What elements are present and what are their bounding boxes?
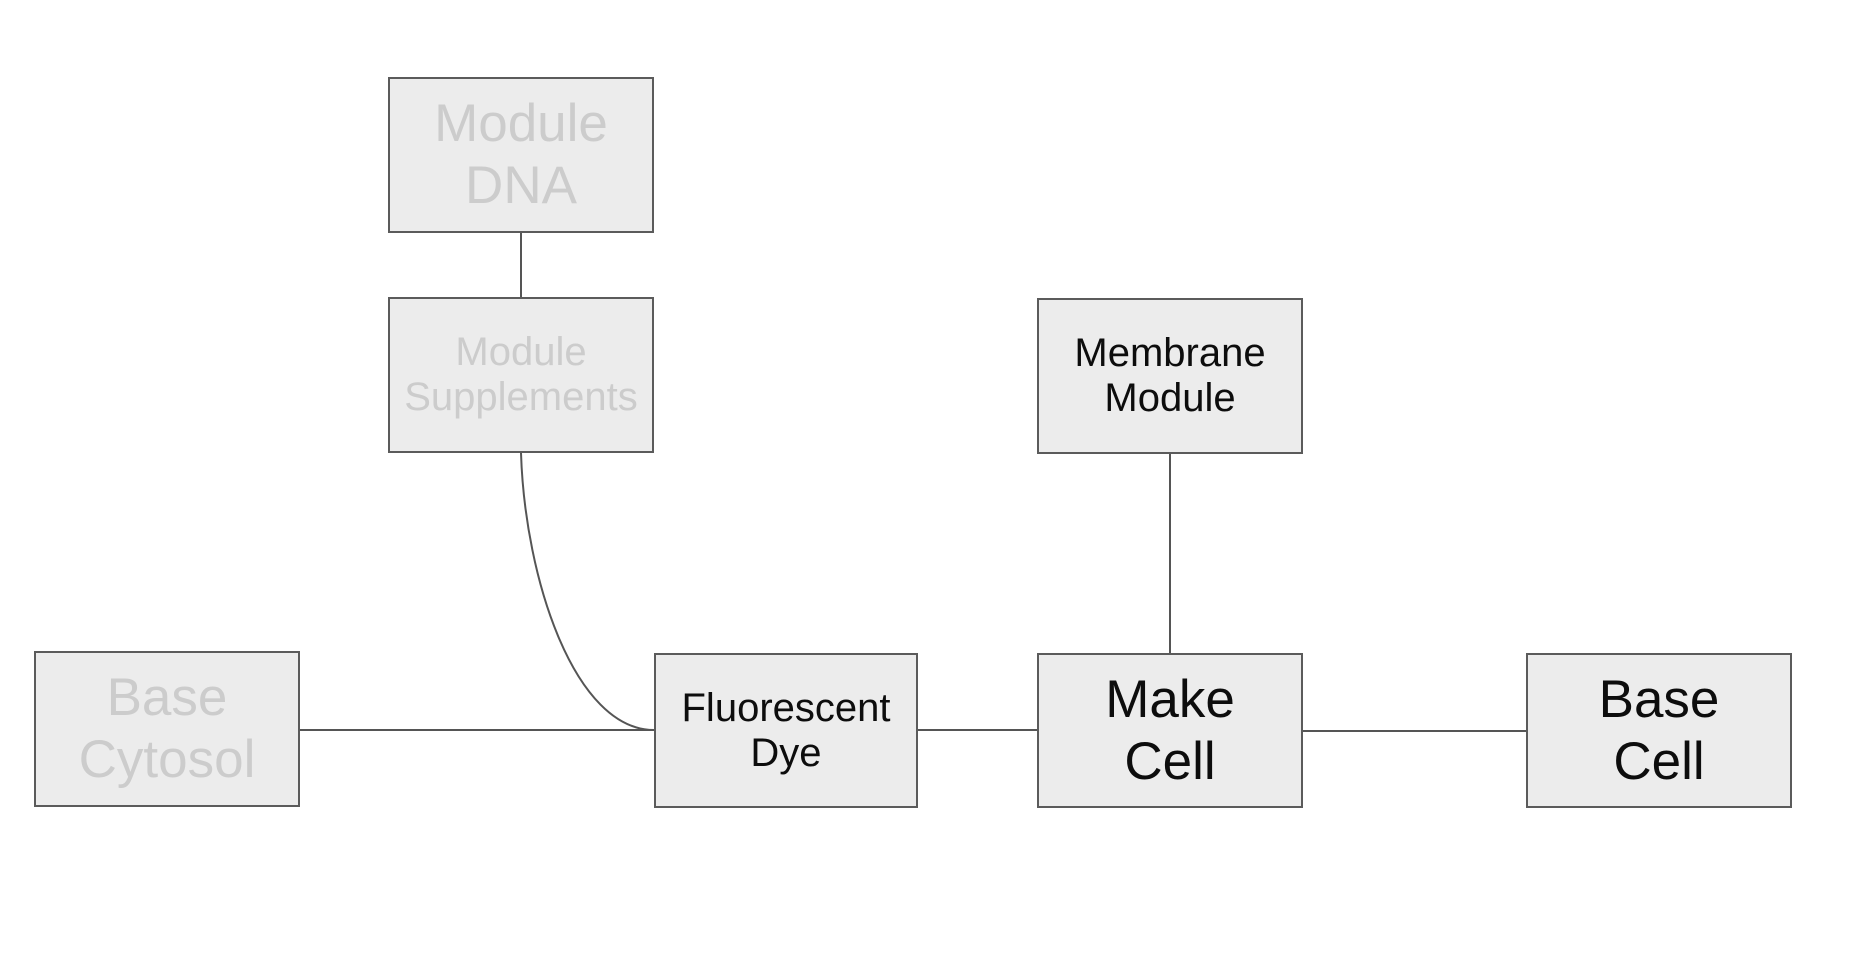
node-base-cell-line1: Base — [1598, 669, 1720, 729]
node-membrane-module-label: Membrane Module — [1074, 331, 1265, 421]
node-module-supplements-label: Module Supplements — [404, 330, 637, 420]
node-base-cell[interactable]: Base Cell — [1526, 653, 1792, 808]
node-membrane-module[interactable]: Membrane Module — [1037, 298, 1303, 454]
node-module-dna-label: Module DNA — [434, 93, 608, 217]
node-base-cytosol-line1: Base — [106, 668, 228, 727]
node-base-cytosol[interactable]: Base Cytosol — [34, 651, 300, 807]
node-make-cell[interactable]: Make Cell — [1037, 653, 1303, 808]
node-module-dna-line1: Module — [434, 94, 608, 153]
node-base-cytosol-line2: Cytosol — [78, 730, 256, 789]
node-module-supplements[interactable]: Module Supplements — [388, 297, 654, 453]
node-module-dna[interactable]: Module DNA — [388, 77, 654, 233]
node-fluorescent-dye-line2: Dye — [750, 730, 822, 775]
node-membrane-module-line1: Membrane — [1074, 331, 1266, 375]
node-fluorescent-dye[interactable]: Fluorescent Dye — [654, 653, 918, 808]
node-fluorescent-dye-line1: Fluorescent — [681, 685, 891, 730]
node-make-cell-label: Make Cell — [1105, 669, 1235, 793]
node-base-cell-label: Base Cell — [1599, 669, 1720, 793]
node-fluorescent-dye-label: Fluorescent Dye — [682, 686, 891, 776]
node-make-cell-line2: Cell — [1124, 731, 1216, 791]
node-module-dna-line2: DNA — [465, 156, 577, 215]
node-base-cell-line2: Cell — [1613, 731, 1705, 791]
node-module-supplements-line1: Module — [455, 330, 587, 374]
node-module-supplements-line2: Supplements — [404, 375, 638, 419]
node-make-cell-line1: Make — [1105, 669, 1235, 729]
node-membrane-module-line2: Module — [1104, 376, 1236, 420]
node-base-cytosol-label: Base Cytosol — [79, 667, 256, 791]
edge-module-supplements-to-fluorescent-dye — [520, 452, 655, 731]
